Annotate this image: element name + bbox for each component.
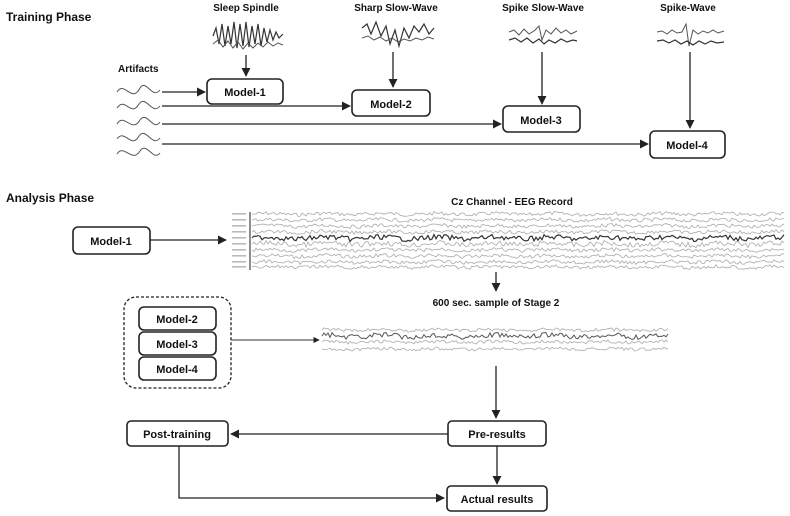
sample-channel-trace xyxy=(321,339,669,345)
eeg-channel-marker xyxy=(232,231,246,233)
stage2-sample-trace xyxy=(321,327,669,352)
model-2-label: Model-2 xyxy=(370,99,412,111)
eeg-channel-trace xyxy=(251,223,785,230)
sample-channel-trace xyxy=(321,331,669,341)
model-2-box: Model-2 xyxy=(351,89,431,117)
analysis-model-1-label: Model-1 xyxy=(90,236,132,248)
sample-channel-trace xyxy=(321,346,669,352)
eeg-record-traces xyxy=(232,211,785,271)
artifacts-label: Artifacts xyxy=(118,64,159,75)
actual-results-box: Actual results xyxy=(446,485,548,512)
spike-wave-waveform xyxy=(656,22,725,47)
sharp-slow-wave-label: Sharp Slow-Wave xyxy=(354,3,438,14)
post-training-box: Post-training xyxy=(126,420,229,447)
eeg-channel-trace xyxy=(251,264,785,271)
sharp-slow-wave-waveform xyxy=(361,20,435,49)
model-1-box: Model-1 xyxy=(206,78,284,105)
model-4-label: Model-4 xyxy=(666,140,708,152)
actual-results-label: Actual results xyxy=(461,494,534,506)
eeg-channel-marker xyxy=(232,225,246,227)
posttraining-to-actual-arrow xyxy=(178,446,445,503)
model-3-box: Model-3 xyxy=(502,105,581,133)
group-model-3-box: Model-3 xyxy=(138,331,217,356)
eeg-channel-trace xyxy=(251,216,785,223)
eeg-channel-marker xyxy=(232,219,246,221)
eeg-channel-trace xyxy=(251,233,785,243)
group-model-2-box: Model-2 xyxy=(138,306,217,331)
sample-channel-trace xyxy=(321,327,669,333)
pre-results-box: Pre-results xyxy=(447,420,547,447)
sleep-spindle-waveform xyxy=(212,21,284,50)
eeg-channel-marker xyxy=(232,243,246,245)
eeg-channel-marker xyxy=(232,213,246,215)
model-4-box: Model-4 xyxy=(649,130,726,159)
pre-results-label: Pre-results xyxy=(468,429,525,441)
eeg-channel-marker xyxy=(232,255,246,257)
group-model-3-label: Model-3 xyxy=(156,339,198,351)
analysis-phase-title: Analysis Phase xyxy=(6,191,94,205)
spike-wave-label: Spike-Wave xyxy=(660,3,716,14)
training-phase-title: Training Phase xyxy=(6,10,92,24)
eeg-channel-marker xyxy=(232,237,246,239)
eeg-channel-trace xyxy=(251,228,785,235)
model-3-label: Model-3 xyxy=(520,115,562,127)
eeg-record-label: Cz Channel - EEG Record xyxy=(451,197,573,208)
group-model-4-box: Model-4 xyxy=(138,356,217,381)
eeg-channel-trace xyxy=(252,211,785,217)
artifacts-waveform xyxy=(116,85,161,156)
group-model-4-label: Model-4 xyxy=(156,364,198,376)
eeg-channel-marker xyxy=(232,249,246,251)
analysis-model-1-box: Model-1 xyxy=(72,226,151,255)
group-model-2-label: Model-2 xyxy=(156,314,198,326)
sleep-spindle-label: Sleep Spindle xyxy=(213,3,279,14)
eeg-channel-marker xyxy=(232,266,246,268)
spike-slow-wave-label: Spike Slow-Wave xyxy=(502,3,584,14)
model-group: Model-2 Model-3 Model-4 xyxy=(123,296,232,389)
spike-slow-wave-waveform xyxy=(508,24,578,45)
model-1-label: Model-1 xyxy=(224,87,266,99)
eeg-channel-trace xyxy=(251,258,785,266)
eeg-channel-trace xyxy=(251,239,785,249)
sample-label: 600 sec. sample of Stage 2 xyxy=(433,298,560,309)
eeg-channel-trace xyxy=(251,246,785,253)
eeg-channel-trace xyxy=(251,253,785,260)
eeg-channel-marker xyxy=(232,261,246,263)
post-training-label: Post-training xyxy=(143,429,211,441)
